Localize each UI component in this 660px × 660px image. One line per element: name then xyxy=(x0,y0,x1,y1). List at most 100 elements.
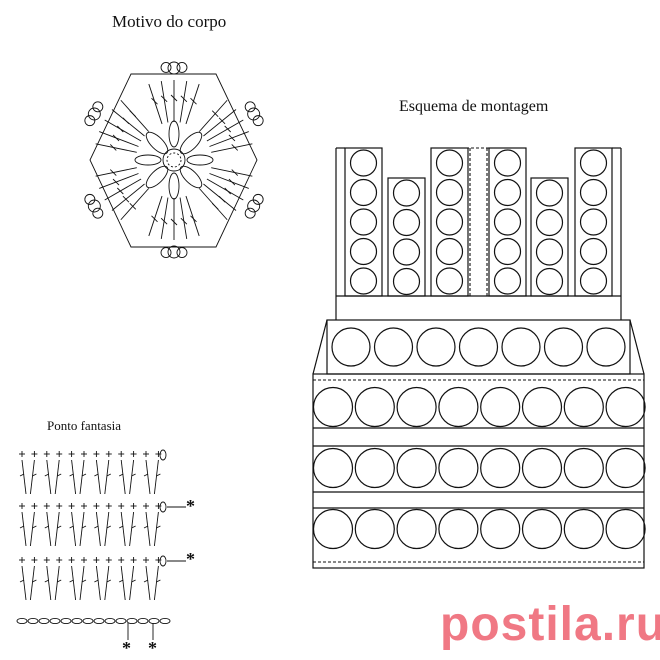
stitch-ray xyxy=(104,119,142,142)
stitch-ray xyxy=(111,183,145,211)
dc-tick xyxy=(118,473,124,477)
stitch-ray xyxy=(185,195,200,237)
motif-circle xyxy=(312,508,354,550)
stitch-tick xyxy=(122,117,130,125)
dc-stitch xyxy=(129,565,135,601)
motif-petals xyxy=(134,120,214,200)
bottom-marker-1: * xyxy=(122,638,131,658)
dc-tick xyxy=(69,579,74,583)
picot xyxy=(247,199,261,213)
stitch-tick xyxy=(109,169,117,176)
dc-stitch xyxy=(104,511,110,547)
motif-circle xyxy=(435,267,464,295)
stitch-tick xyxy=(180,95,188,103)
motif-circle xyxy=(543,327,584,367)
assembly-scheme xyxy=(312,147,646,569)
motif-title: Motivo do corpo xyxy=(112,12,227,31)
motif-circle xyxy=(521,386,563,428)
dc-stitch xyxy=(29,459,35,495)
motif-circle xyxy=(586,327,626,367)
petal xyxy=(179,165,203,189)
picot xyxy=(252,193,264,205)
dc-stitch xyxy=(145,459,151,495)
picot xyxy=(176,61,188,73)
stitch-ray xyxy=(209,173,249,189)
dc-tick xyxy=(94,525,99,529)
dc-stitch xyxy=(120,459,126,495)
motif-circle xyxy=(312,386,354,428)
chain-stitch xyxy=(126,617,138,625)
turning-chain xyxy=(159,555,167,567)
motif-circle xyxy=(331,327,371,367)
stitch-title: Ponto fantasia xyxy=(47,418,122,433)
motif-circle xyxy=(480,508,521,550)
dc-stitch xyxy=(79,565,85,601)
chain-stitch xyxy=(16,617,28,625)
stitch-tick xyxy=(190,97,197,105)
stitch-ray xyxy=(203,109,237,137)
motif-circle xyxy=(579,149,608,177)
motif-circle xyxy=(521,447,563,489)
stitch-tick xyxy=(129,202,137,210)
dc-stitch xyxy=(120,511,126,547)
motif-circle xyxy=(349,208,378,236)
dc-stitch xyxy=(54,459,60,495)
stitch-ray xyxy=(198,99,228,132)
dc-stitch xyxy=(29,565,35,601)
dc-stitch xyxy=(153,459,159,495)
stitch-tick xyxy=(160,95,168,103)
dc-stitch xyxy=(95,565,101,601)
motif-circle xyxy=(392,238,421,266)
dc-stitch xyxy=(46,459,52,495)
stitch-tick xyxy=(116,125,124,133)
motif-circle xyxy=(493,208,522,236)
picot xyxy=(247,107,261,121)
motif-circle xyxy=(605,508,646,550)
motif-circle xyxy=(493,237,522,266)
dc-tick xyxy=(131,473,136,477)
stitch-tick xyxy=(231,144,239,151)
dc-stitch xyxy=(46,511,52,547)
dc-tick xyxy=(143,579,149,583)
petal xyxy=(168,120,180,148)
chain-stitch xyxy=(27,617,39,625)
petal xyxy=(168,172,180,200)
dc-stitch xyxy=(71,565,77,601)
motif-circle xyxy=(579,178,608,207)
motif-circle xyxy=(438,447,479,489)
motif-circle xyxy=(480,386,521,428)
stitch-tick xyxy=(190,215,197,223)
picot xyxy=(92,101,104,113)
stitch-ray xyxy=(211,167,253,177)
picot xyxy=(167,245,181,259)
motif-circle xyxy=(416,327,456,367)
picot xyxy=(87,199,101,213)
stitch-ray xyxy=(120,188,150,221)
turning-chain xyxy=(159,501,167,513)
strip-motif-circles xyxy=(349,149,608,296)
dc-tick xyxy=(32,473,37,477)
stitch-ray xyxy=(95,143,137,153)
motif-circle xyxy=(480,447,521,489)
bottom-marker-2: * xyxy=(148,638,157,658)
dc-tick xyxy=(143,473,149,477)
dc-stitch xyxy=(79,459,85,495)
stitch-tick xyxy=(180,217,188,225)
dc-tick xyxy=(32,525,37,529)
dc-tick xyxy=(81,579,87,583)
dc-tick xyxy=(44,525,50,529)
motif-circle xyxy=(563,386,604,428)
dc-tick xyxy=(106,579,112,583)
dc-tick xyxy=(56,525,62,529)
motif-circle xyxy=(435,237,464,266)
dc-stitch xyxy=(21,565,27,601)
motif-circle xyxy=(493,267,522,295)
motif-circle xyxy=(535,179,564,207)
motif-circle xyxy=(435,149,464,177)
dc-tick xyxy=(106,525,112,529)
picot xyxy=(160,247,172,259)
stitch-tick xyxy=(224,187,232,195)
row-marker-2: * xyxy=(186,549,195,569)
dc-stitch xyxy=(153,511,159,547)
